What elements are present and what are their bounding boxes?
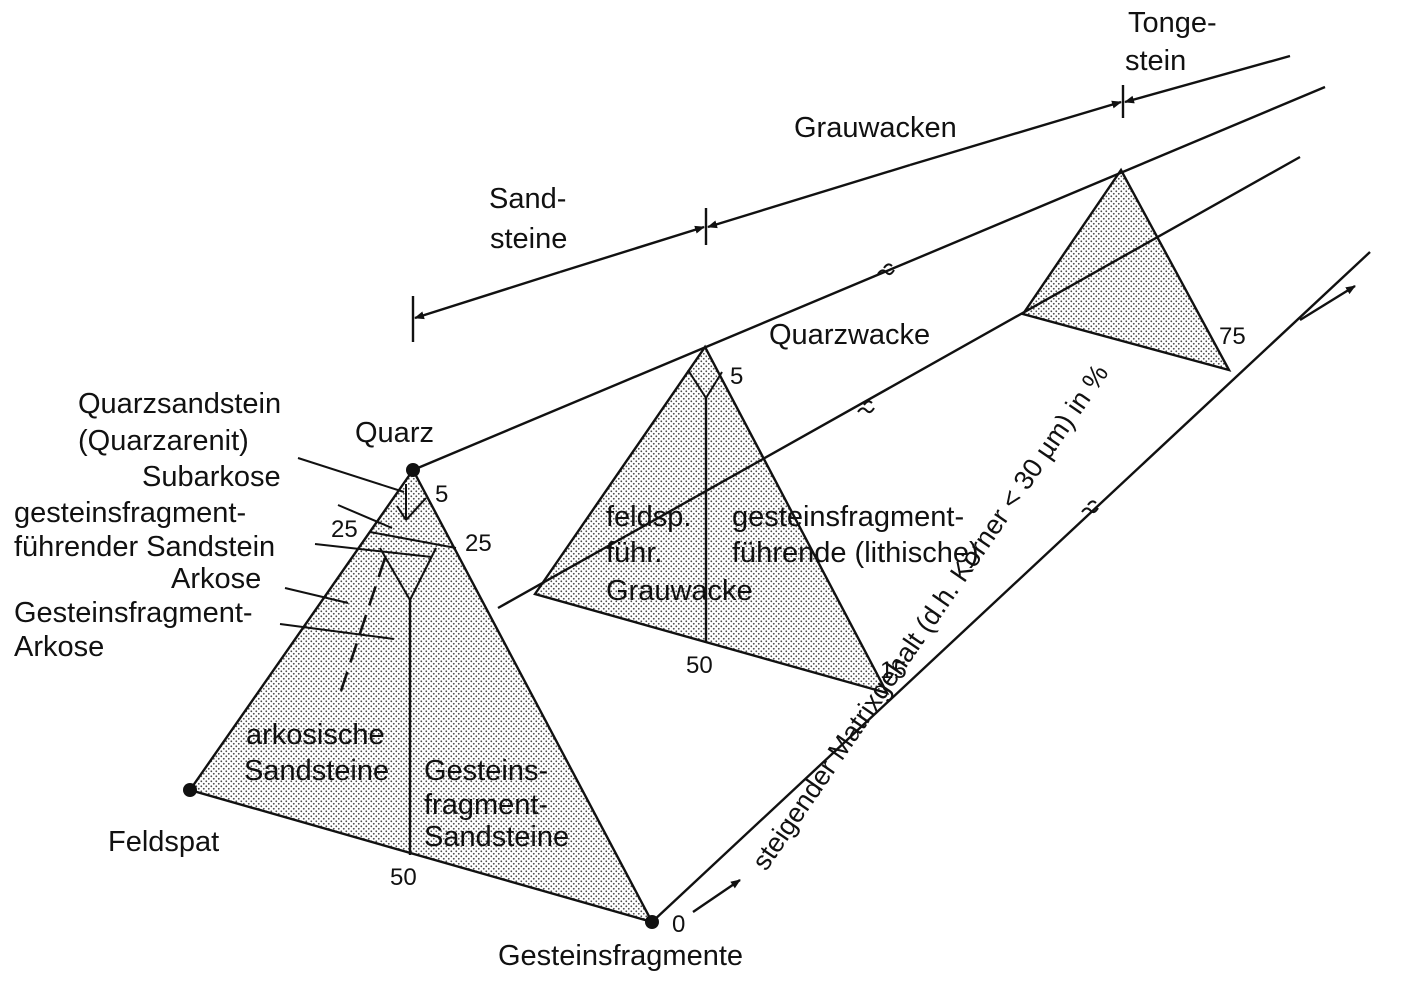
num-t2-50: 50	[686, 652, 713, 679]
arrow-sandsteine	[414, 270, 561, 320]
break-mark-bottom	[1081, 500, 1099, 514]
label-quarzsandstein-1: Quarzsandstein	[78, 388, 281, 420]
label-gesteinsfragment-sandsteine-3: Sandsteine	[424, 821, 569, 853]
num-t1-25-left: 25	[331, 516, 358, 543]
leader-gesteinsfragment-fuehrend	[314, 543, 433, 558]
label-feldspat: Feldspat	[108, 826, 219, 858]
num-t2-15: 15	[880, 657, 907, 684]
arrow-sandsteine-right	[559, 225, 705, 274]
leader-arkose	[284, 587, 349, 604]
label-arkose: Arkose	[171, 563, 261, 595]
label-arkosische-2: Sandsteine	[244, 755, 389, 787]
quarzwacke-divider-right	[705, 371, 723, 399]
triangle-sandstone-fill	[188, 467, 655, 924]
matrix-axis-arrow-lower	[692, 879, 741, 913]
arrow-grauwacken-left	[707, 163, 911, 229]
label-gesteinsfragment-fuehrend-2: führender Sandstein	[14, 531, 275, 563]
gesteinsfragmente-corner-point	[645, 915, 659, 929]
quartz-apex-divider-left	[396, 505, 407, 521]
quartz-apex-divider-right	[405, 497, 427, 521]
arrow-grauwacken-right	[909, 100, 1122, 167]
label-quarzwacke: Quarzwacke	[769, 319, 930, 351]
triangle-grauwacke-fill	[533, 344, 890, 695]
quarzwacke-divider-left	[687, 369, 707, 399]
label-gesteinsfragment-fuehrend-1: gesteinsfragment-	[14, 497, 246, 529]
num-t2-5: 5	[730, 363, 743, 390]
edge-bottom	[651, 251, 1371, 923]
label-arkosische-1: arkosische	[246, 719, 385, 751]
leader-gesteinsfragment-arkose	[279, 623, 395, 640]
quarz-corner-point	[406, 463, 420, 477]
label-tongestein-1: Tonge-	[1128, 7, 1217, 39]
triangle-grauwacke	[533, 344, 890, 695]
arrow-tongestein	[1124, 54, 1291, 104]
label-quarz: Quarz	[355, 417, 434, 449]
break-mark-top	[877, 263, 895, 276]
num-t1-5: 5	[435, 481, 448, 508]
line-25-percent	[369, 531, 457, 549]
label-gesteinsfragment-arkose-1: Gesteinsfragment-	[14, 597, 253, 629]
dashed-arkose-line	[336, 557, 387, 701]
leader-subarkose	[337, 504, 393, 529]
label-quarzsandstein-2: (Quarzarenit)	[78, 425, 249, 457]
num-axis-0: 0	[672, 911, 685, 938]
break-mark-mid	[857, 400, 875, 414]
label-feldsp-grauwacke-2: führ.	[606, 537, 662, 569]
triangle-tongestein	[1021, 167, 1232, 372]
label-subarkose: Subarkose	[142, 461, 281, 493]
matrix-axis	[692, 284, 1356, 913]
label-grauwacken: Grauwacken	[794, 112, 957, 144]
num-t1-50: 50	[390, 864, 417, 891]
label-feldsp-grauwacke-3: Grauwacke	[606, 575, 753, 607]
label-gesteinsfragment-sandsteine-2: fragment-	[424, 789, 548, 821]
label-gesteinsfragment-arkose-2: Arkose	[14, 631, 104, 663]
leader-quarzsandstein	[297, 457, 405, 493]
prism-edges	[412, 85, 1371, 923]
label-feldsp-grauwacke-1: feldsp.	[606, 501, 691, 533]
range-arrows	[411, 54, 1291, 342]
label-tongestein-2: stein	[1125, 45, 1186, 77]
matrix-axis-arrow-upper	[1299, 284, 1356, 322]
feldspat-corner-point	[183, 783, 197, 797]
leader-lines	[279, 457, 433, 640]
label-lithische-grauwacke-2: führende (lithische)	[732, 537, 979, 569]
label-gesteinsfragment-sandsteine-1: Gesteins-	[424, 755, 548, 787]
label-sandsteine-1: Sand-	[489, 183, 566, 215]
label-sandsteine-2: steine	[490, 223, 567, 255]
edge-mid	[497, 155, 1301, 610]
num-t1-25-right: 25	[465, 530, 492, 557]
edge-quarz-top	[412, 85, 1326, 472]
triangle-sandstone	[188, 467, 655, 924]
label-lithische-grauwacke-1: gesteinsfragment-	[732, 501, 964, 533]
label-gesteinsfragmente: Gesteinsfragmente	[498, 940, 743, 972]
num-t3-75: 75	[1219, 323, 1246, 350]
triangle-tongestein-fill	[1021, 167, 1232, 372]
subarkose-divider-left	[379, 547, 411, 601]
